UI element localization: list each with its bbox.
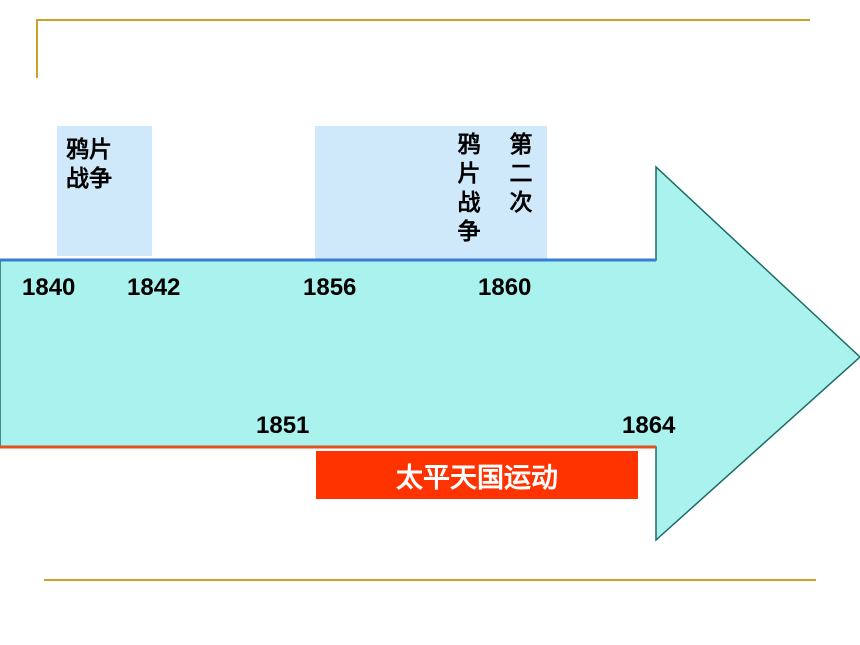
bottom-decorative-line: [44, 579, 816, 581]
year-1851: 1851: [256, 412, 310, 439]
year-1864: 1864: [622, 412, 676, 439]
taiping-event-box: 太平天国运动: [316, 451, 638, 499]
timeline-arrow: [0, 165, 860, 542]
first-war-label: 鸦片战争: [66, 137, 112, 192]
left-decorative-line: [36, 19, 38, 78]
second-war-box: [315, 126, 547, 259]
year-1842: 1842: [127, 274, 181, 301]
second-war-prefix-label: 第二次: [509, 132, 533, 216]
year-1840: 1840: [22, 274, 76, 301]
second-war-label: 鸦片战争: [457, 132, 481, 245]
year-1856: 1856: [303, 274, 357, 301]
first-war-box: [57, 126, 152, 256]
year-1860: 1860: [478, 274, 532, 301]
top-decorative-line: [36, 19, 810, 21]
